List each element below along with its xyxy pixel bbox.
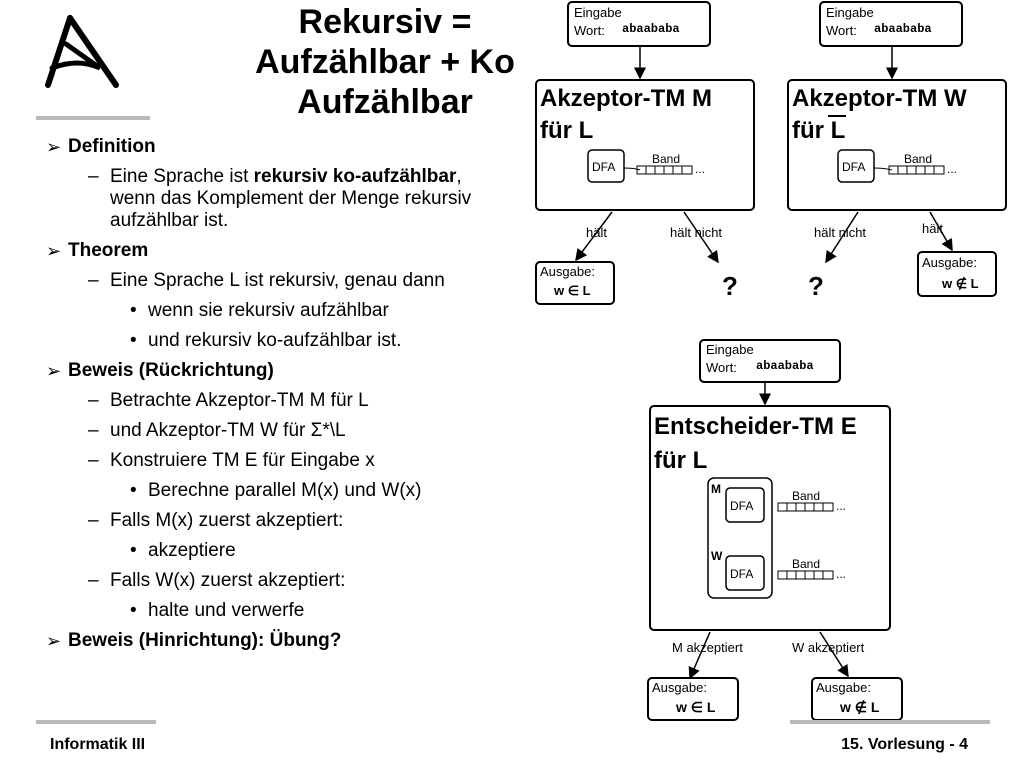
svg-text:hält nicht: hält nicht [670,225,722,240]
svg-text:Band: Band [904,152,932,166]
svg-text:Band: Band [652,152,680,166]
svg-text:für L: für L [540,117,593,144]
svg-text:abaababa: abaababa [756,359,814,373]
output-box-w: Ausgabe: w ∉ L [917,251,997,297]
footer-page: 15. Vorlesung - 4 [841,736,968,753]
theorem-sub1: •wenn sie rekursiv aufzählbar [130,300,389,321]
svg-text:für L: für L [654,447,707,474]
logo-icon [45,15,119,88]
svg-text:W akzeptiert: W akzeptiert [792,640,865,655]
svg-text:hält: hält [922,221,943,236]
proof-item3-sub: •Berechne parallel M(x) und W(x) [130,480,422,501]
svg-text:...: ... [695,162,705,176]
svg-text:Akzeptor-TM M: Akzeptor-TM M [540,85,712,112]
slide-content: ➢ Definition –Eine Sprache ist rekursiv … [46,136,516,652]
svg-text:Eingabe: Eingabe [826,5,874,20]
svg-text:...: ... [836,499,846,513]
svg-text:Eingabe: Eingabe [706,342,754,357]
definition-text: –Eine Sprache ist rekursiv ko-aufzählbar… [88,166,472,231]
svg-text:Wort:: Wort: [706,360,737,375]
footer-course: Informatik III [50,736,146,753]
svg-text:Ausgabe:: Ausgabe: [922,255,977,270]
svg-text:...: ... [947,162,957,176]
proof-item3: –Konstruiere TM E für Eingabe x [88,450,375,471]
output-box-m: Ausgabe: w ∈ L [535,261,615,305]
tm-m-box: Akzeptor-TM M für L DFA Band ... [535,79,755,211]
svg-text:w ∉ L: w ∉ L [839,699,880,715]
proof-item1: –Betrachte Akzeptor-TM M für L [88,390,369,411]
svg-text:DFA: DFA [842,160,865,174]
svg-text:Entscheider-TM E: Entscheider-TM E [654,413,857,440]
svg-text:hält nicht: hält nicht [814,225,866,240]
proof-item2: –und Akzeptor-TM W für Σ*\L [88,420,346,441]
svg-text:Wort:: Wort: [574,23,605,38]
svg-text:w ∉ L: w ∉ L [941,276,979,291]
tm-w-box: Akzeptor-TM W für L DFA Band ... [787,79,1007,211]
input-box-m: Eingabe Wort: abaababa [567,1,711,47]
svg-text:DFA: DFA [730,499,753,513]
svg-text:Eingabe: Eingabe [574,5,622,20]
svg-text:für L: für L [792,117,845,144]
svg-text:...: ... [836,567,846,581]
svg-text:abaababa: abaababa [874,22,932,36]
input-box-w: Eingabe Wort: abaababa [819,1,963,47]
svg-text:DFA: DFA [730,567,753,581]
svg-text:Ausgabe:: Ausgabe: [652,680,707,695]
bullet-proof-forward: ➢ Beweis (Hinrichtung): Übung? [46,630,342,651]
arrow-bullet-icon: ➢ [46,137,62,157]
footer-rule-left [36,720,156,724]
slide-title: Rekursiv = Aufzählbar + Ko Aufzählbar [255,3,515,121]
bullet-theorem: ➢ Theorem [46,240,149,261]
svg-text:Ausgabe:: Ausgabe: [540,264,595,279]
proof-item5: –Falls W(x) zuerst akzeptiert: [88,570,346,591]
output-box-reject: Ausgabe: w ∉ L [811,677,903,721]
theorem-text: –Eine Sprache L ist rekursiv, genau dann [88,270,445,291]
svg-text:Band: Band [792,489,820,503]
svg-text:abaababa: abaababa [622,22,680,36]
bullet-proof-back: ➢ Beweis (Rückrichtung) [46,360,274,381]
logo-rule [36,116,150,120]
question-mark: ? [722,271,738,301]
footer-rule-right [790,720,990,724]
proof-item4: –Falls M(x) zuerst akzeptiert: [88,510,344,531]
question-mark: ? [808,271,824,301]
proof-item4-sub: •akzeptiere [130,540,236,561]
svg-text:Wort:: Wort: [826,23,857,38]
svg-text:Akzeptor-TM W: Akzeptor-TM W [792,85,967,112]
tm-e-box: Entscheider-TM E für L M DFA Band ... W … [649,405,891,631]
svg-text:DFA: DFA [592,160,615,174]
input-box-e: Eingabe Wort: abaababa [699,339,841,383]
output-box-accept: Ausgabe: w ∈ L [647,677,739,721]
svg-text:M: M [711,482,721,496]
svg-text:w ∈ L: w ∈ L [553,283,591,298]
bullet-definition: ➢ Definition [46,136,156,157]
svg-text:Ausgabe:: Ausgabe: [816,680,871,695]
arrow-bullet-icon: ➢ [46,241,62,261]
svg-text:w ∈ L: w ∈ L [675,699,716,715]
theorem-sub2: •und rekursiv ko-aufzählbar ist. [130,330,402,351]
svg-text:W: W [711,549,723,563]
proof-item5-sub: •halte und verwerfe [130,600,305,621]
svg-text:hält: hält [586,225,607,240]
arrow-bullet-icon: ➢ [46,631,62,651]
arrow-bullet-icon: ➢ [46,361,62,381]
svg-text:M akzeptiert: M akzeptiert [672,640,743,655]
svg-text:Band: Band [792,557,820,571]
